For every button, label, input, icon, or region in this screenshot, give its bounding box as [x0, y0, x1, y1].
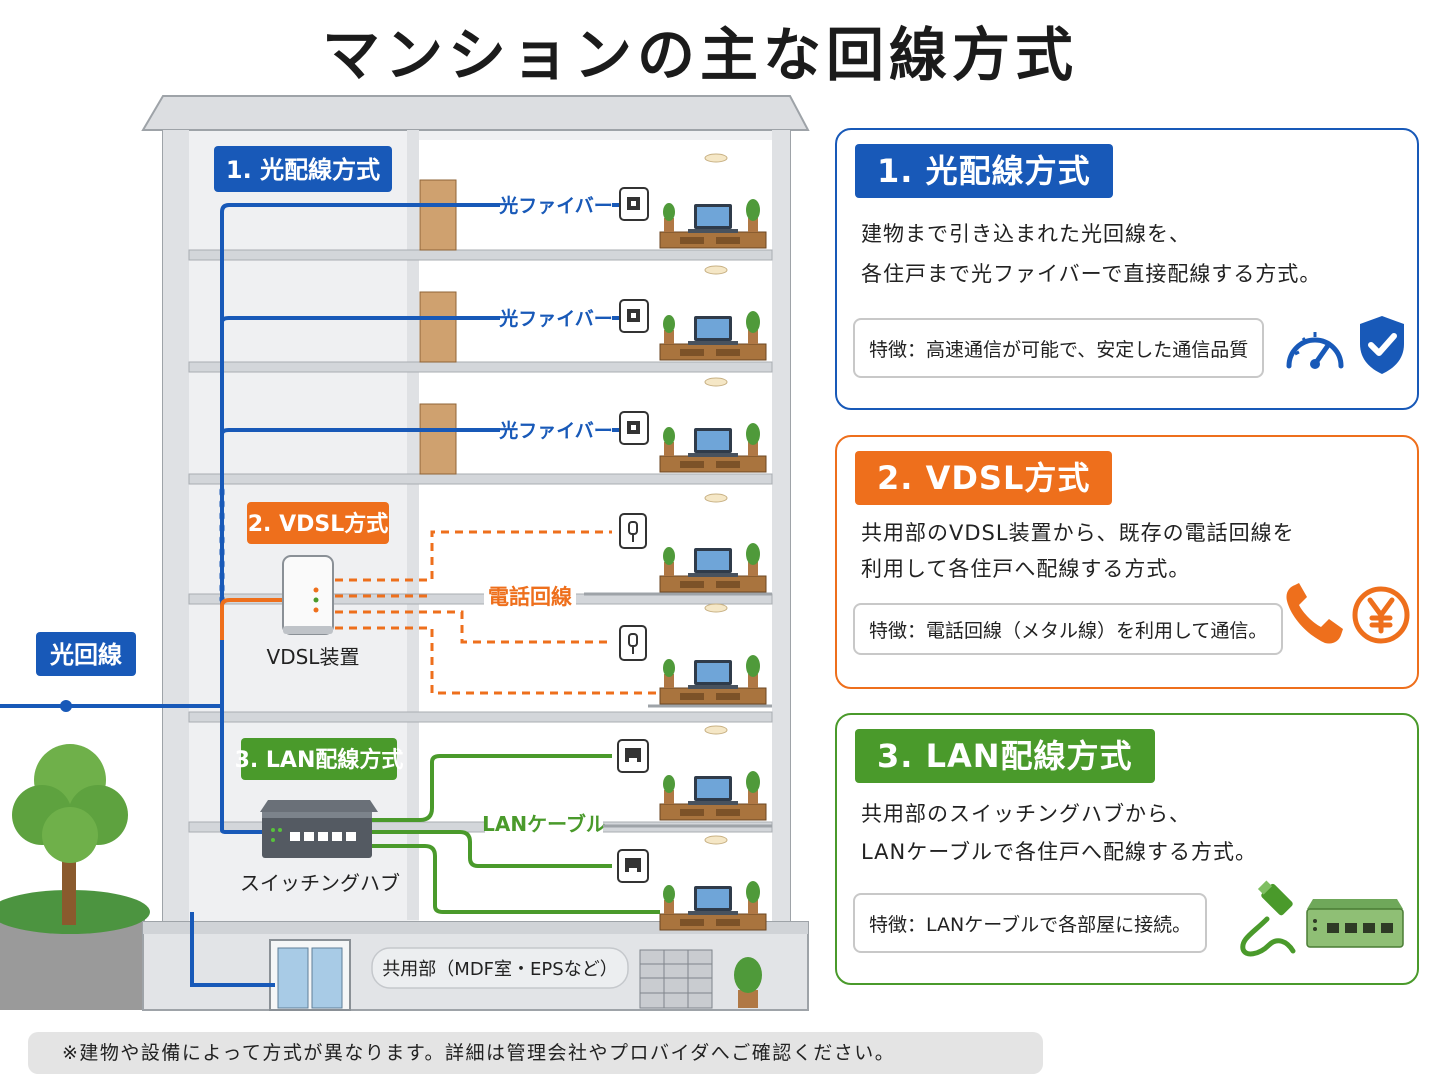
- vdsl-card-feature: 特徴：電話回線（メタル線）を利用して通信。: [853, 603, 1284, 655]
- fiber-card-feature: 特徴：高速通信が可能で、安定した通信品質: [853, 318, 1265, 378]
- fiber-outlet: [619, 299, 649, 333]
- speedometer-icon: [1286, 332, 1344, 369]
- phone-icon: [1286, 583, 1343, 644]
- switching-hub-label: スイッチングハブ: [240, 871, 400, 895]
- description-line: 利用して各住戸へ配線する方式。: [861, 557, 1191, 581]
- tree-illustration: [0, 744, 150, 1010]
- incoming-line-tag: 光回線: [36, 632, 136, 676]
- description-line: 各住戸まで光ファイバーで直接配線する方式。: [861, 262, 1322, 286]
- vdsl-card-description: 共用部のVDSL装置から、既存の電話回線を 利用して各住戸へ配線する方式。: [861, 515, 1295, 587]
- vdsl-card-heading: 2. VDSL方式: [855, 451, 1113, 505]
- fiber-section-tag: 1. 光配線方式: [214, 146, 392, 192]
- vdsl-section-tag: 2. VDSL方式: [247, 502, 389, 544]
- page-title: マンションの主な回線方式: [321, 21, 1078, 89]
- lan-wiring: [372, 754, 660, 914]
- footnote: ※建物や設備によって方式が異なります。詳細は管理会社やプロバイダへご確認ください…: [28, 1032, 1043, 1074]
- lan-cable-label: LANケーブル: [482, 812, 606, 836]
- lan-outlet: [617, 739, 649, 773]
- description-line: LANケーブルで各住戸へ配線する方式。: [861, 840, 1257, 864]
- yen-icon: [1352, 586, 1410, 644]
- fiber-cable-label: 光ファイバー: [498, 307, 613, 330]
- fiber-outlet: [619, 187, 649, 221]
- fiber-method-card: 1. 光配線方式 建物まで引き込まれた光回線を、 各住戸まで光ファイバーで直接配…: [835, 128, 1419, 410]
- fiber-cable-label: 光ファイバー: [498, 194, 613, 217]
- vdsl-wiring: [220, 530, 660, 695]
- common-area-label: 共用部（MDF室・EPSなど）: [382, 959, 617, 980]
- lan-cable-icon: [1240, 880, 1296, 957]
- fiber-section-label: 1. 光配線方式: [226, 156, 380, 184]
- lan-section-tag: 3. LAN配線方式: [235, 738, 404, 780]
- lan-card-heading: 3. LAN配線方式: [855, 729, 1155, 783]
- fiber-card-description: 建物まで引き込まれた光回線を、 各住戸まで光ファイバーで直接配線する方式。: [861, 214, 1321, 294]
- description-line: 建物まで引き込まれた光回線を、: [861, 222, 1191, 246]
- description-line: 共用部のVDSL装置から、既存の電話回線を: [861, 521, 1295, 545]
- lan-method-card: 3. LAN配線方式 共用部のスイッチングハブから、 LANケーブルで各住戸へ配…: [835, 713, 1419, 985]
- description-line: 共用部のスイッチングハブから、: [861, 802, 1191, 826]
- lan-card-description: 共用部のスイッチングハブから、 LANケーブルで各住戸へ配線する方式。: [861, 795, 1257, 871]
- vdsl-device-label: VDSL装置: [267, 645, 360, 669]
- building: [141, 95, 810, 1011]
- lan-card-feature: 特徴：LANケーブルで各部屋に接続。: [853, 893, 1208, 953]
- lan-outlet: [617, 849, 649, 883]
- switching-hub-icon: [1306, 899, 1404, 948]
- phone-outlet: [619, 513, 647, 549]
- shield-check-icon: [1360, 316, 1404, 374]
- phone-line-label: 電話回線: [488, 585, 572, 609]
- phone-outlet: [619, 625, 647, 661]
- junction-dot: [60, 700, 72, 712]
- fiber-cable-label: 光ファイバー: [498, 419, 613, 442]
- switching-hub: [260, 800, 378, 858]
- vdsl-device: [282, 555, 334, 635]
- fiber-outlet: [619, 411, 649, 445]
- fiber-wiring: [0, 203, 620, 987]
- fiber-card-heading: 1. 光配線方式: [855, 144, 1113, 198]
- building-diagram: 1. 光配線方式 2. VDSL方式 3. LAN配線方式 光回線 光ファイバー…: [0, 95, 810, 1011]
- vdsl-method-card: 2. VDSL方式 共用部のVDSL装置から、既存の電話回線を 利用して各住戸へ…: [835, 435, 1419, 689]
- common-area-tag: 共用部（MDF室・EPSなど）: [371, 947, 629, 989]
- vdsl-section-label: 2. VDSL方式: [248, 511, 388, 537]
- lan-section-label: 3. LAN配線方式: [235, 747, 404, 773]
- incoming-line-label: 光回線: [49, 641, 122, 669]
